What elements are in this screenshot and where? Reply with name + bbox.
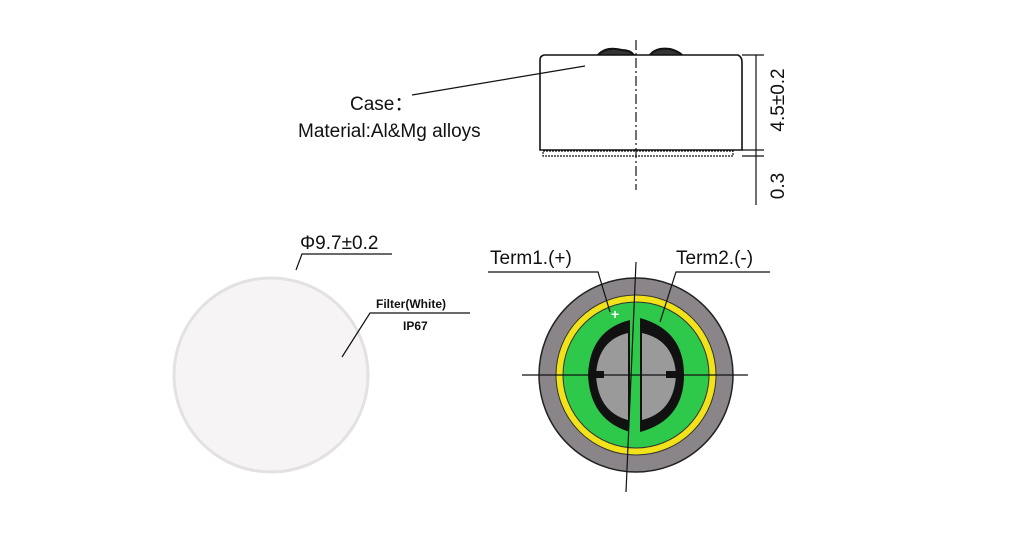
left-gray bbox=[596, 333, 628, 420]
term1-leader bbox=[488, 271, 611, 313]
case-label: Case： bbox=[350, 94, 413, 115]
case-leader bbox=[411, 65, 586, 96]
height-dimension: 4.5±0.2 bbox=[768, 68, 789, 131]
term2-leader bbox=[659, 271, 770, 323]
filter-label: Filter(White) bbox=[376, 297, 446, 311]
case-outline bbox=[539, 54, 743, 151]
diameter-leader bbox=[295, 253, 392, 271]
side-view: 4.5±0.2 0.3 Case： Material:Al&Mg alloys bbox=[298, 40, 789, 205]
right-gray bbox=[642, 333, 676, 420]
diameter-dimension: Φ9.7±0.2 bbox=[300, 233, 378, 254]
ip-rating-label: IP67 bbox=[403, 319, 428, 333]
filter-view: Φ9.7±0.2 Filter(White) IP67 bbox=[172, 233, 470, 474]
base-dimension: 0.3 bbox=[768, 173, 789, 199]
filter-disc bbox=[172, 276, 370, 474]
filter-leader bbox=[341, 312, 470, 358]
material-label: Material:Al&Mg alloys bbox=[298, 121, 481, 142]
terminal-view: + Term1.(+) Term2.(-) bbox=[488, 248, 770, 493]
plus-mark: + bbox=[611, 306, 619, 322]
term2-label: Term2.(-) bbox=[676, 248, 753, 269]
top-bumps bbox=[597, 47, 683, 56]
base-strip bbox=[542, 150, 734, 157]
vertical-axis bbox=[625, 261, 637, 493]
term1-label: Term1.(+) bbox=[490, 248, 572, 269]
